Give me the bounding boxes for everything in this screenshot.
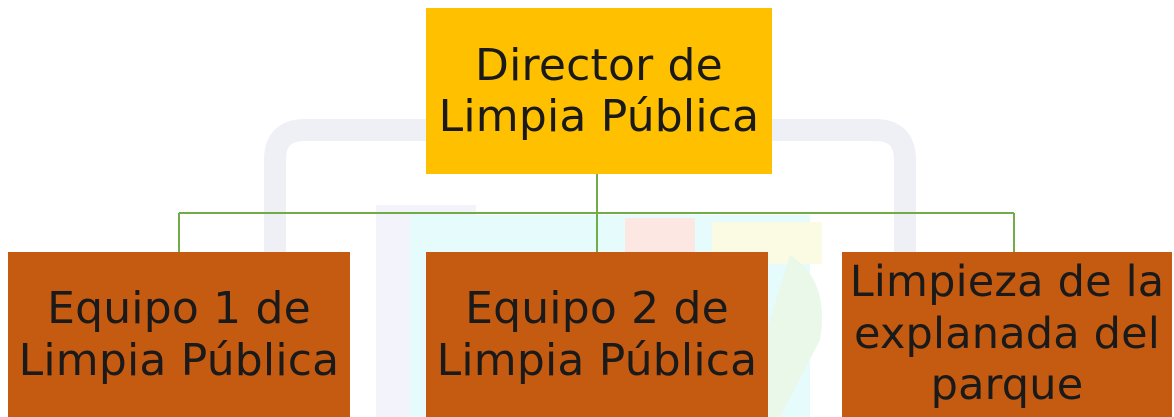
node-park-cleaning-line-1: Limpieza de la <box>849 257 1165 308</box>
node-director-line-2: Limpia Pública <box>438 91 760 142</box>
node-team-2-line-1: Equipo 2 de <box>465 283 729 335</box>
node-director-line-1: Director de <box>475 39 723 91</box>
node-team-2: Equipo 2 de Limpia Pública <box>426 252 768 417</box>
node-team-2-line-2: Limpia Pública <box>436 334 758 386</box>
node-team-1-line-2: Limpia Pública <box>18 334 340 386</box>
node-park-cleaning-line-2: explanada del <box>854 308 1160 359</box>
node-team-1: Equipo 1 de Limpia Pública <box>8 252 350 417</box>
node-park-cleaning-line-3: parque <box>930 360 1084 411</box>
node-team-1-line-1: Equipo 1 de <box>47 283 311 335</box>
node-director: Director de Limpia Pública <box>426 8 772 174</box>
node-park-cleaning: Limpieza de la explanada del parque <box>842 252 1172 417</box>
